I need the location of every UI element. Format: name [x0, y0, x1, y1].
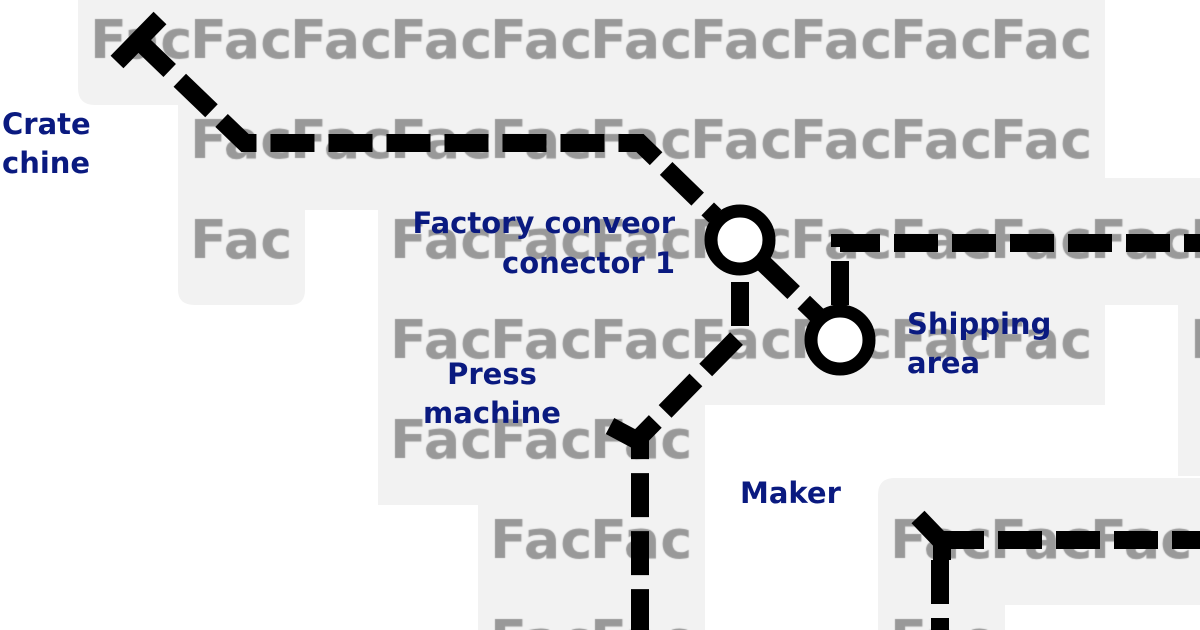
label-factory-conveyor-1: Factory conveor: [412, 206, 675, 240]
label-maker: Maker: [740, 476, 842, 510]
terminus-lower-icon: [911, 510, 951, 560]
line-conveyor-to-press: [631, 282, 749, 630]
station-factory-conveyor[interactable]: [704, 204, 776, 276]
label-factory-conveyor-2: conector 1: [502, 246, 675, 280]
line-conveyor-to-shipping: [755, 255, 827, 325]
station-shipping-area[interactable]: [804, 304, 876, 376]
label-press-machine-2: machine: [423, 396, 561, 430]
label-press-machine-1: Press: [447, 357, 537, 391]
line-shipping-east: [831, 234, 1200, 305]
label-crate-machine-2: chine: [2, 146, 90, 180]
terminus-crate-icon: [110, 11, 167, 69]
label-shipping-area-2: area: [907, 346, 980, 380]
line-crate-to-conveyor: [131, 33, 722, 223]
station-labels: Crate chine Factory conveor conector 1 P…: [2, 107, 1051, 510]
terminus-press-icon: [605, 418, 645, 450]
label-crate-machine-1: Crate: [2, 107, 91, 141]
conveyor-lines: [110, 11, 1200, 630]
label-shipping-area-1: Shipping: [907, 307, 1051, 341]
